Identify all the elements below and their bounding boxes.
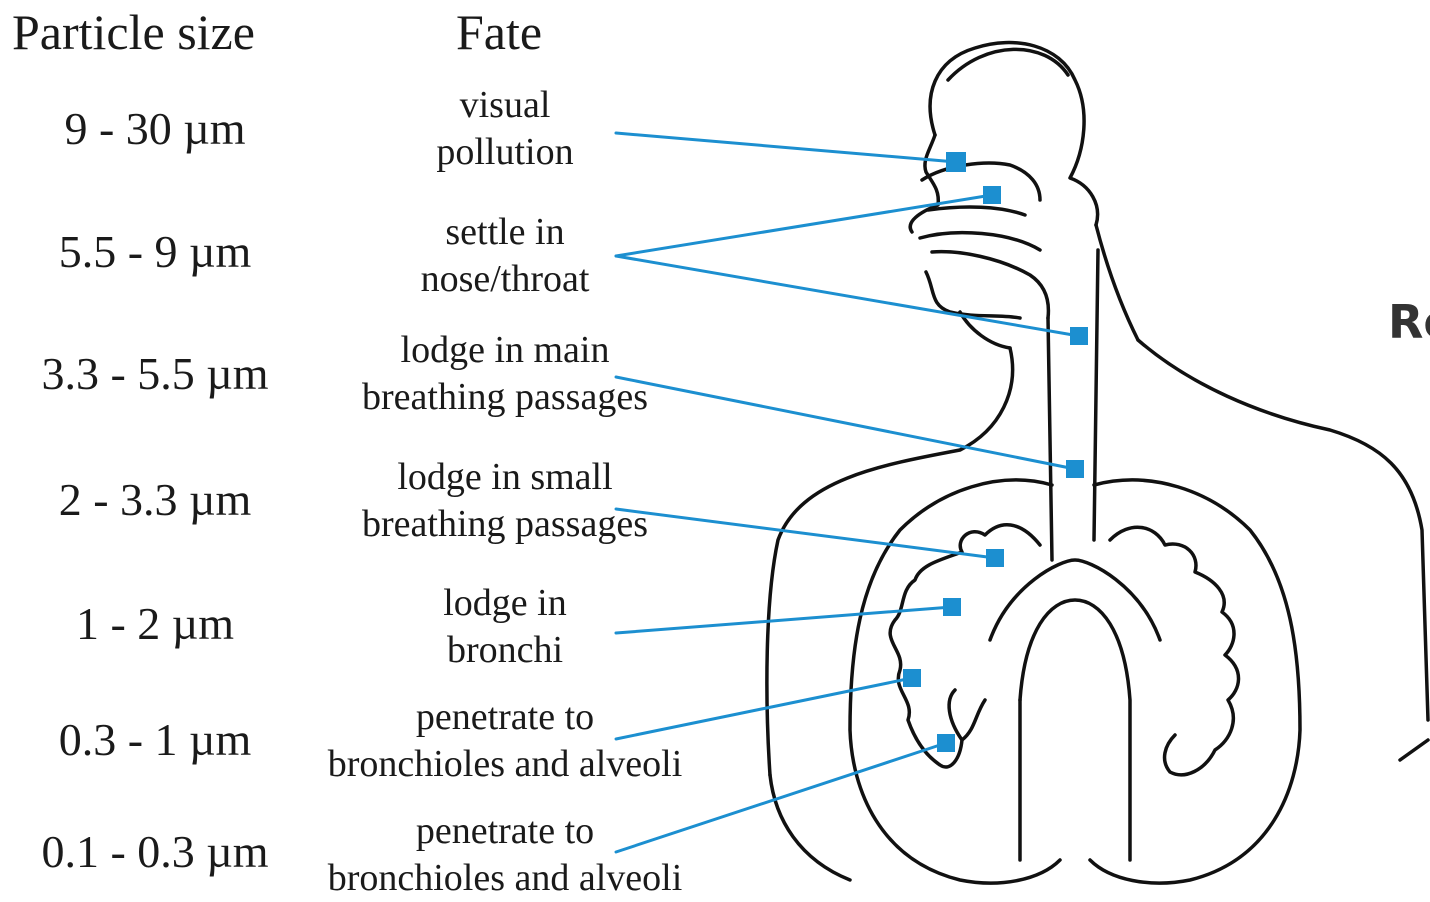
target-marker-4	[986, 549, 1004, 567]
pointer-line-4	[616, 509, 995, 558]
right-arm-edge	[1400, 740, 1428, 760]
right-lung	[1090, 480, 1300, 883]
pointer-line-2a	[616, 195, 992, 256]
pointer-line-6	[616, 678, 912, 739]
pointer-line-5	[616, 607, 952, 633]
nasal-passage	[928, 207, 1025, 215]
tongue	[932, 252, 1048, 318]
pointer-line-1	[616, 133, 956, 162]
bronchi-inner	[1020, 600, 1130, 860]
trachea-front	[1048, 318, 1052, 560]
nasal-cavity	[922, 163, 1040, 200]
pointer-line-7	[616, 743, 946, 852]
shoulder-left	[767, 348, 1013, 775]
target-marker-5	[943, 598, 961, 616]
trachea-back	[1094, 250, 1098, 540]
target-marker-7	[937, 734, 955, 752]
neck-back	[1096, 225, 1138, 340]
target-marker-1	[946, 152, 966, 172]
body-outline	[767, 43, 1428, 884]
mouth-upper	[920, 233, 1040, 250]
target-marker-2a	[983, 186, 1001, 204]
face-profile	[910, 135, 938, 232]
left-bronchiole-branch	[949, 690, 962, 740]
left-bronchial-tree	[890, 525, 1040, 767]
pointer-line-2b	[616, 256, 1079, 336]
target-marker-6	[903, 669, 921, 687]
target-marker-2b	[1070, 327, 1088, 345]
target-marker-3	[1066, 460, 1084, 478]
pointer-line-3	[616, 377, 1075, 469]
shoulder-right	[1138, 340, 1428, 720]
head-outline	[930, 43, 1097, 225]
left-lung	[850, 480, 1060, 883]
torso-bottom	[770, 775, 850, 880]
